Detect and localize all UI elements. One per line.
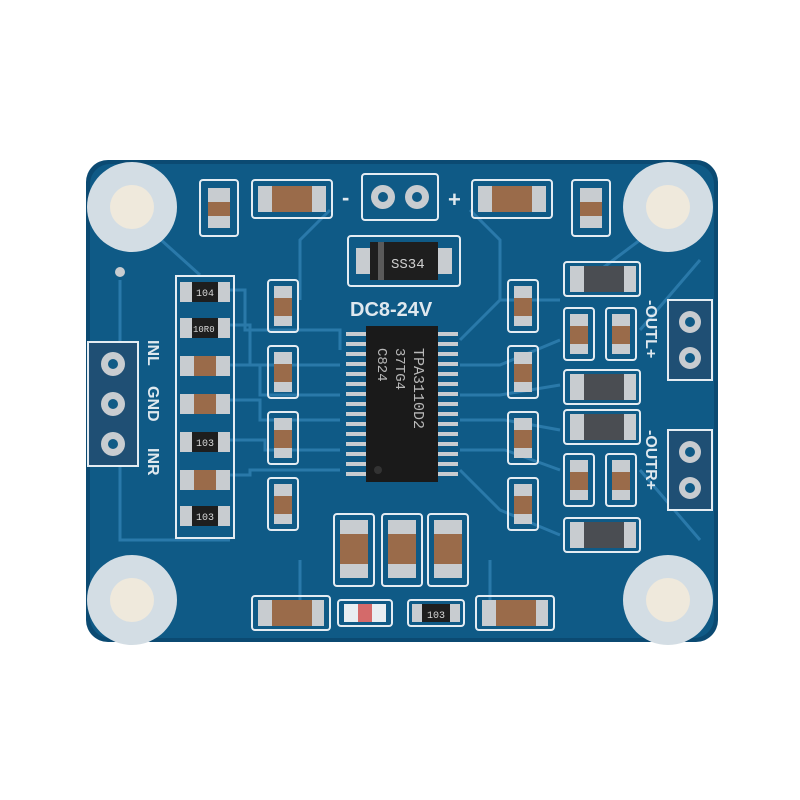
fiducial-mark <box>115 267 125 277</box>
outl-label: -OUTL+ <box>642 300 659 358</box>
diode-marking: SS34 <box>391 257 425 273</box>
ic-lot-code: C824 <box>373 348 389 382</box>
resistor-10r0-label: 10R0 <box>193 325 215 335</box>
ic-marking: TPA3110D2 37TG4 C824 <box>373 348 426 429</box>
inner-left-capacitors <box>267 279 299 531</box>
output-right-header <box>667 429 713 511</box>
mounting-hole-bottom-left <box>87 555 177 645</box>
ic-part-number: TPA3110D2 <box>409 348 426 429</box>
inner-right-capacitors <box>507 279 539 531</box>
inl-label: INL <box>144 340 161 366</box>
gnd-label: GND <box>144 386 161 422</box>
power-minus-label: - <box>342 185 349 210</box>
resistor-104-label: 104 <box>196 289 214 300</box>
amplifier-ic <box>346 326 458 482</box>
input-header <box>87 341 139 467</box>
top-capacitors <box>199 179 611 237</box>
power-plus-label: + <box>448 187 461 212</box>
diode-ss34 <box>347 235 461 287</box>
power-input-pads <box>361 173 439 221</box>
left-passives <box>175 275 235 539</box>
mounting-hole-top-left <box>87 162 177 252</box>
mounting-hole-bottom-right <box>623 555 713 645</box>
resistor-103-label-2: 103 <box>196 513 214 524</box>
resistor-103-label-1: 103 <box>196 439 214 450</box>
mounting-hole-top-right <box>623 162 713 252</box>
right-output-filter <box>563 261 641 553</box>
bottom-capacitors <box>251 513 555 631</box>
inr-label: INR <box>144 448 161 476</box>
outr-label: -OUTR+ <box>642 430 659 490</box>
resistor-103-label-3: 103 <box>427 611 445 622</box>
power-rating-label: DC8-24V <box>350 299 433 321</box>
ic-date-code: 37TG4 <box>391 348 407 390</box>
output-left-header <box>667 299 713 381</box>
